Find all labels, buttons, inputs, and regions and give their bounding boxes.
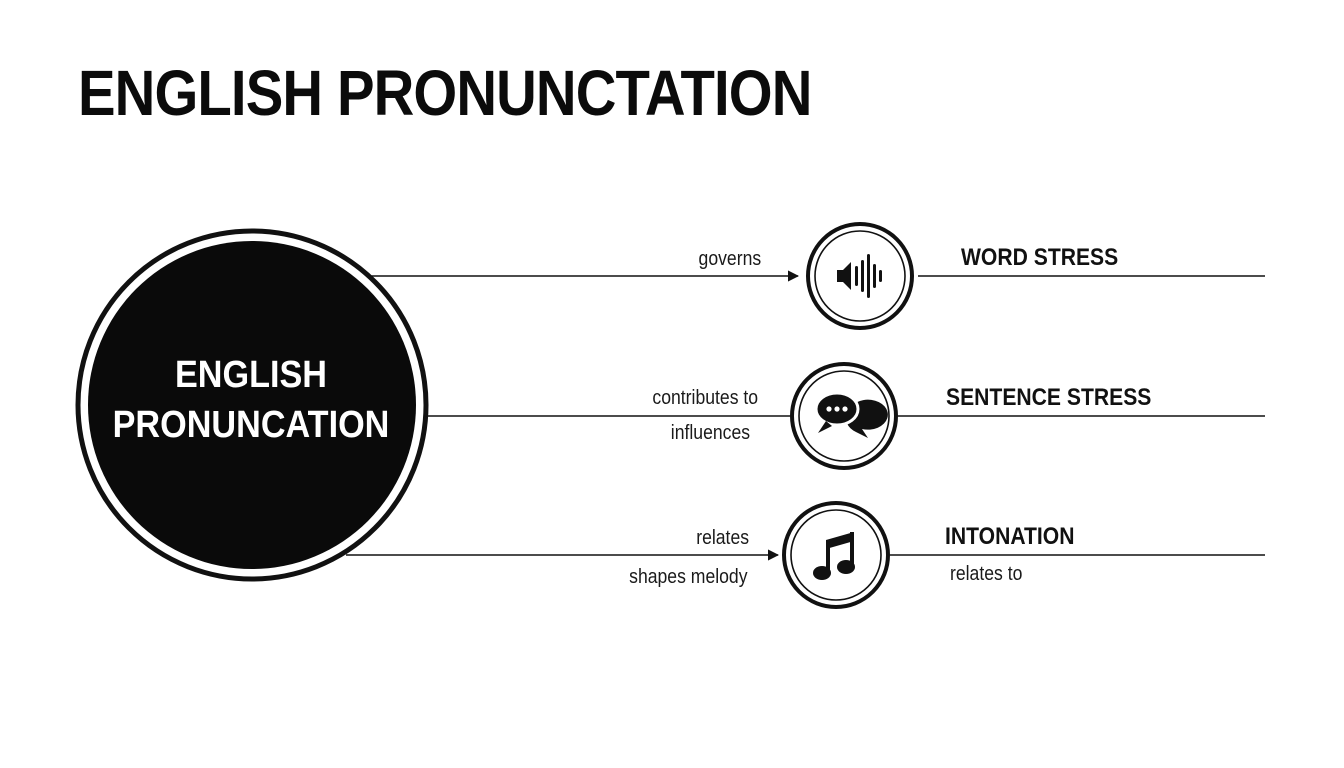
main-node-label: ENGLISH PRONUNCATION [94, 350, 409, 450]
speech-bubbles-icon [814, 391, 888, 438]
sound-wave-icon [837, 254, 882, 298]
edge-label-relates-to: relates to [950, 563, 1023, 585]
edge-label-contributes-to: contributes to [652, 387, 758, 409]
main-node-label-line2: PRONUNCATION [112, 404, 390, 446]
icon-node-sentence-stress [790, 362, 898, 470]
edge-label-relates: relates [696, 527, 749, 549]
main-node-label-line1: ENGLISH [174, 354, 328, 396]
main-node [75, 228, 429, 582]
node-label-intonation: INTONATION [945, 523, 1075, 550]
edge-label-governs: governs [698, 248, 761, 270]
music-note-icon [813, 532, 855, 580]
icon-node-word-stress [806, 222, 914, 330]
node-label-word-stress: WORD STRESS [961, 244, 1119, 271]
icon-node-intonation [782, 501, 890, 609]
page-title: ENGLISH PRONUNCTATION [78, 57, 812, 129]
edge-label-influences: influences [670, 422, 750, 444]
node-label-sentence-stress: SENTENCE STRESS [946, 384, 1152, 411]
edge-label-shapes-melody: shapes melody [629, 566, 748, 588]
